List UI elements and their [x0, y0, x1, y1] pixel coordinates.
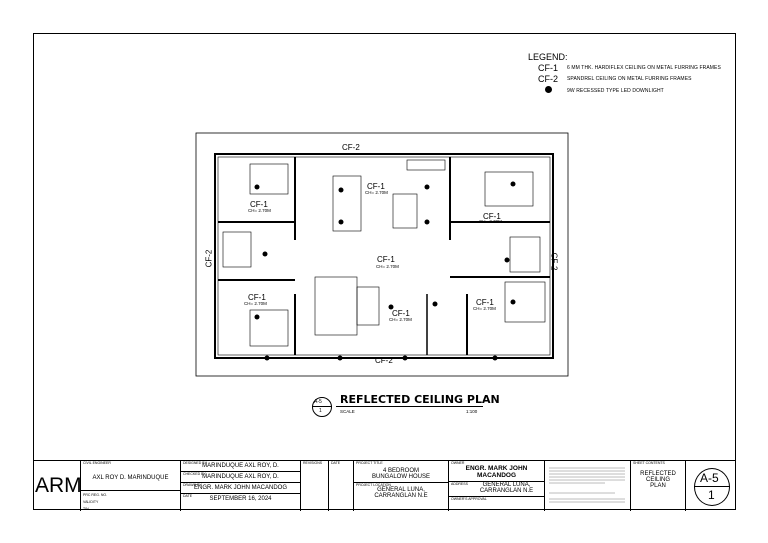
label-cf1-bedroom2: CF-1 — [483, 212, 501, 221]
sheet-number-bottom: 1 — [708, 488, 715, 502]
address-line1: GENERAL LUNA, — [482, 482, 531, 488]
legend-desc-cf2: SPANDREL CEILING ON METAL FURRING FRAMES — [567, 76, 692, 82]
project-title-line2: BUNGALOW HOUSE — [371, 474, 430, 480]
title-block: ARM CIVIL ENGINEER AXL ROY D. MARINDUQUE… — [33, 460, 736, 511]
label-cf1-bedroom3: CF-1 — [248, 293, 266, 302]
drawing-ref-sheet: A-5 — [314, 399, 322, 405]
label-ch-lanai: CH= 2.70M — [389, 317, 412, 322]
revisions-label: REVISIONS — [303, 461, 323, 465]
sheet-title-line2: CEILING — [645, 477, 670, 483]
project-location-line1: GENERAL LUNA, — [377, 487, 425, 493]
project-cell: PROJECT TITLE 4 BEDROOM BUNGALOW HOUSE P… — [354, 461, 449, 511]
drawing-ref-number: 1 — [319, 408, 322, 414]
drawing-ref-divider — [312, 406, 332, 407]
prc-label: PRC REG. NO. — [83, 493, 108, 497]
label-cf1-living: CF-1 — [377, 255, 395, 264]
legend-desc-cf1: 6 MM THK. HARDIFLEX CEILING ON METAL FUR… — [567, 65, 721, 71]
label-cf1-lanai: CF-1 — [392, 309, 410, 318]
sheet-contents-cell: SHEET CONTENTS REFLECTED CEILING PLAN — [631, 461, 686, 511]
project-title-line1: 4 BEDROOM — [382, 468, 419, 474]
designed-label: DESIGNED BY — [183, 461, 207, 465]
owner-label: OWNER — [451, 461, 465, 465]
approval-label: OWNER'S APPROVAL — [449, 496, 544, 501]
notes-cell — [545, 461, 631, 511]
label-ch-bedroom2: CH= 2.70M — [479, 219, 502, 224]
logo-cell: ARM — [33, 461, 82, 511]
validity-label: VALIDITY — [83, 500, 99, 504]
label-ch-living: CH= 2.70M — [376, 264, 399, 269]
drawing-title: REFLECTED CEILING PLAN — [340, 393, 500, 406]
date-label: DATE — [181, 493, 300, 498]
revision-date-cell: DATE — [329, 461, 354, 511]
owner-cell: OWNER ENGR. MARK JOHN MACANDOG ADDRESS G… — [449, 461, 545, 511]
project-location-label: PROJECT LOCATION — [354, 482, 448, 487]
drawn-label: DRAWN BY — [181, 482, 300, 487]
legend-desc-downlight: 9W RECESSED TYPE LED DOWNLIGHT — [567, 88, 664, 94]
legend-code-cf1: CF-1 — [538, 63, 558, 73]
label-cf2-right: CF-2 — [549, 252, 559, 271]
label-cf1-dining: CF-1 — [367, 182, 385, 191]
scale-label: SCALE — [340, 409, 355, 414]
notes-text-lines — [549, 467, 625, 503]
drawn-by: ENGR. MARK JOHN MACANDOG — [193, 485, 287, 491]
sheet-number-top: A-5 — [700, 471, 719, 485]
logo: ARM — [35, 474, 82, 497]
sheet-number-cell: A-5 1 — [686, 461, 736, 511]
owner-name: ENGR. MARK JOHN MACANDOG — [465, 465, 528, 479]
civil-engineer-cell: CIVIL ENGINEER AXL ROY D. MARINDUQUE PRC… — [81, 461, 181, 511]
sheet-number-bubble — [694, 468, 730, 506]
sheet-title-line1: REFLECTED — [640, 471, 676, 477]
sheet-title-line3: PLAN — [650, 483, 666, 489]
label-ch-bedroom3: CH= 2.70M — [244, 301, 267, 306]
legend-code-cf2: CF-2 — [538, 74, 558, 84]
label-ch-bedroom1: CH= 2.70M — [248, 208, 271, 213]
revisions-cell: REVISIONS — [301, 461, 329, 511]
address-line2: CARRANGLAN N.E — [479, 488, 534, 494]
floor-plan-drawing — [195, 132, 569, 377]
drawing-ref-bubble — [312, 397, 332, 417]
address-label: ADDRESS — [449, 481, 544, 486]
project-location-line2: CARRANGLAN N.E — [374, 493, 428, 499]
checked-by: MARINDUQUE AXL ROY, D. — [202, 474, 279, 480]
checked-label: CHECKED BY — [181, 471, 300, 476]
label-cf1-bedroom1: CF-1 — [250, 200, 268, 209]
drawing-sheet-border — [33, 33, 736, 510]
label-ch-bedroom4: CH= 2.70M — [473, 306, 496, 311]
label-cf1-bedroom4: CF-1 — [476, 298, 494, 307]
tin-label: TIN — [83, 507, 89, 511]
sheet-contents-label: SHEET CONTENTS — [633, 461, 665, 465]
downlight-legend-icon — [545, 86, 552, 93]
label-cf2-left: CF-2 — [204, 249, 214, 268]
scale-value: 1:100 — [466, 409, 478, 414]
designed-by: MARINDUQUE AXL ROY, D. — [202, 463, 279, 469]
civil-engineer-name: AXL ROY D. MARINDUQUE — [92, 475, 169, 481]
drawing-title-underline — [336, 406, 483, 407]
label-cf2-top: CF-2 — [342, 143, 360, 152]
revision-date-label: DATE — [331, 461, 341, 465]
legend-title: LEGEND: — [528, 52, 568, 62]
label-cf2-bottom: CF-2 — [375, 356, 393, 365]
project-title-label: PROJECT TITLE — [356, 461, 383, 465]
label-ch-dining: CH= 2.70M — [365, 190, 388, 195]
designer-cell: DESIGNED BY MARINDUQUE AXL ROY, D. CHECK… — [181, 461, 301, 511]
civil-engineer-label: CIVIL ENGINEER — [83, 461, 111, 465]
date-value: SEPTEMBER 16, 2024 — [209, 496, 272, 502]
